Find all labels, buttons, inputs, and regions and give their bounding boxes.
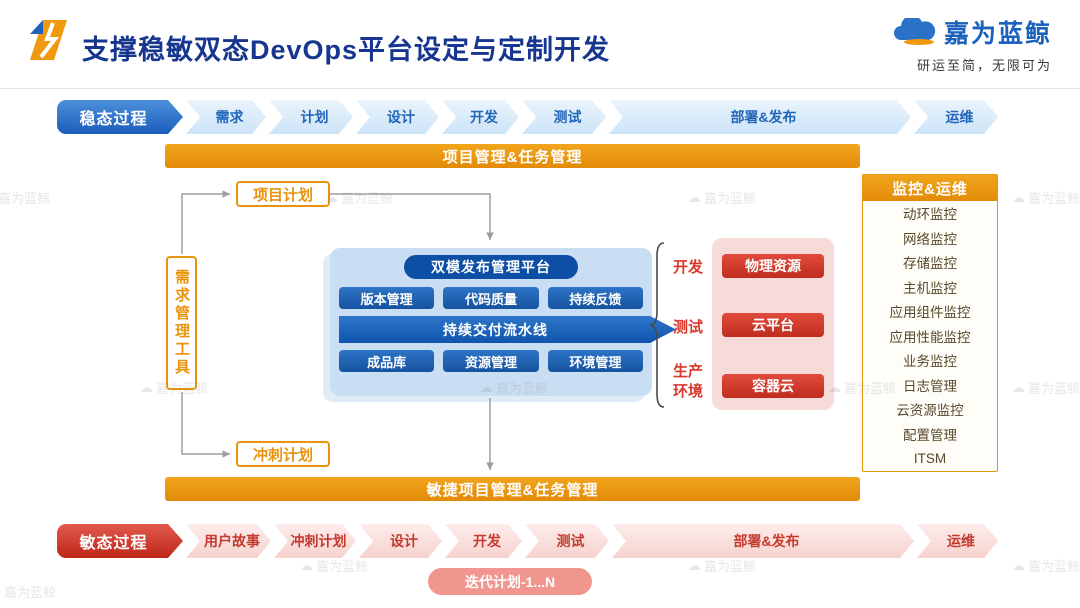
stable-flow: 稳态过程 需求 计划 设计 开发 测试 部署&发布 运维 <box>57 100 998 134</box>
monitoring-item: 配置管理 <box>903 427 957 443</box>
agile-step-test: 测试 <box>525 524 609 558</box>
agile-management-bar: 敏捷项目管理&任务管理 <box>165 477 860 501</box>
stable-step-requirement: 需求 <box>186 100 266 134</box>
container-cloud-button: 容器云 <box>722 374 824 398</box>
cloud-platform-button: 云平台 <box>722 313 824 337</box>
agile-step-sprint: 冲刺计划 <box>274 524 356 558</box>
monitoring-panel-title: 监控&运维 <box>863 175 997 201</box>
artifact-repo-button: 成品库 <box>339 350 435 372</box>
monitoring-item: 主机监控 <box>903 280 957 296</box>
agile-step-ops: 运维 <box>917 524 998 558</box>
brand-bolt-icon <box>30 20 67 60</box>
monitoring-item: 日志管理 <box>903 378 957 394</box>
agile-flow: 敏态过程 用户故事 冲刺计划 设计 开发 测试 部署&发布 运维 <box>57 524 998 558</box>
iteration-plan-pill: 迭代计划-1...N <box>428 568 592 595</box>
sprint-plan-box: 冲刺计划 <box>236 441 330 467</box>
watermark: ☁嘉为蓝鲸 <box>1012 379 1080 397</box>
watermark: ☁嘉为蓝鲸 <box>325 189 394 207</box>
requirement-tool-box: 需求管理工具 <box>166 256 197 390</box>
agile-step-design: 设计 <box>359 524 442 558</box>
monitoring-item: 动环监控 <box>903 207 957 223</box>
monitoring-item: 存储监控 <box>903 256 957 272</box>
brand-block: 嘉为蓝鲸 研运至简，无限可为 <box>891 14 1052 74</box>
watermark: ☁嘉为蓝鲸 <box>688 189 757 207</box>
stable-step-design: 设计 <box>356 100 439 134</box>
watermark: ☁嘉为蓝鲸 <box>688 557 757 575</box>
env-mgmt-button: 环境管理 <box>547 350 643 372</box>
brand-cloud-icon <box>893 18 936 45</box>
agile-step-deploy: 部署&发布 <box>612 524 914 558</box>
agile-step-story: 用户故事 <box>186 524 271 558</box>
release-platform-panel: 双模发布管理平台 版本管理 代码质量 持续反馈 持续交付流水线 成品库 资源管理… <box>330 248 652 396</box>
code-quality-button: 代码质量 <box>443 287 539 309</box>
stable-flow-label: 稳态过程 <box>57 100 183 134</box>
monitoring-item: 业务监控 <box>903 354 957 370</box>
page-title: 支撑稳敏双态DevOps平台设定与定制开发 <box>82 35 611 65</box>
version-mgmt-button: 版本管理 <box>339 287 435 309</box>
stable-step-develop: 开发 <box>442 100 519 134</box>
stable-step-deploy: 部署&发布 <box>609 100 911 134</box>
watermark: ☁嘉为蓝鲸 <box>0 584 57 601</box>
project-management-bar: 项目管理&任务管理 <box>165 144 860 168</box>
platform-title: 双模发布管理平台 <box>404 255 578 279</box>
stable-step-plan: 计划 <box>269 100 353 134</box>
monitoring-item: ITSM <box>913 450 947 466</box>
platform-row2: 成品库 资源管理 环境管理 <box>339 350 643 372</box>
monitoring-item: 云资源监控 <box>896 403 964 419</box>
delivery-pipeline-arrow: 持续交付流水线 <box>339 316 676 343</box>
resource-mgmt-button: 资源管理 <box>443 350 539 372</box>
brand-name: 嘉为蓝鲸 <box>943 20 1052 48</box>
platform-row1: 版本管理 代码质量 持续反馈 <box>339 287 643 309</box>
agile-step-develop: 开发 <box>445 524 522 558</box>
brand-tagline: 研运至简，无限可为 <box>916 58 1052 73</box>
project-plan-box: 项目计划 <box>236 181 330 207</box>
agile-flow-label: 敏态过程 <box>57 524 183 558</box>
monitoring-item: 应用组件监控 <box>889 305 971 321</box>
header-divider <box>0 88 1080 89</box>
continuous-feedback-button: 持续反馈 <box>547 287 643 309</box>
brace-icon <box>650 242 665 408</box>
physical-resource-button: 物理资源 <box>722 254 824 278</box>
monitoring-panel: 监控&运维 动环监控 网络监控 存储监控 主机监控 应用组件监控 应用性能监控 … <box>862 174 998 472</box>
watermark: ☁嘉为蓝鲸 <box>1012 189 1080 207</box>
monitoring-item: 应用性能监控 <box>889 329 971 345</box>
watermark: ☁嘉为蓝鲸 <box>300 557 369 575</box>
env-label-dev: 开发 <box>672 259 703 276</box>
stable-step-ops: 运维 <box>914 100 998 134</box>
monitoring-item: 网络监控 <box>903 231 957 247</box>
watermark: ☁嘉为蓝鲸 <box>0 191 51 206</box>
resource-panel: 物理资源 云平台 容器云 <box>712 238 834 410</box>
env-label-prod: 生产环境 <box>672 363 703 400</box>
stable-step-test: 测试 <box>522 100 606 134</box>
watermark: ☁嘉为蓝鲸 <box>1012 557 1080 575</box>
env-label-test: 测试 <box>672 319 703 336</box>
